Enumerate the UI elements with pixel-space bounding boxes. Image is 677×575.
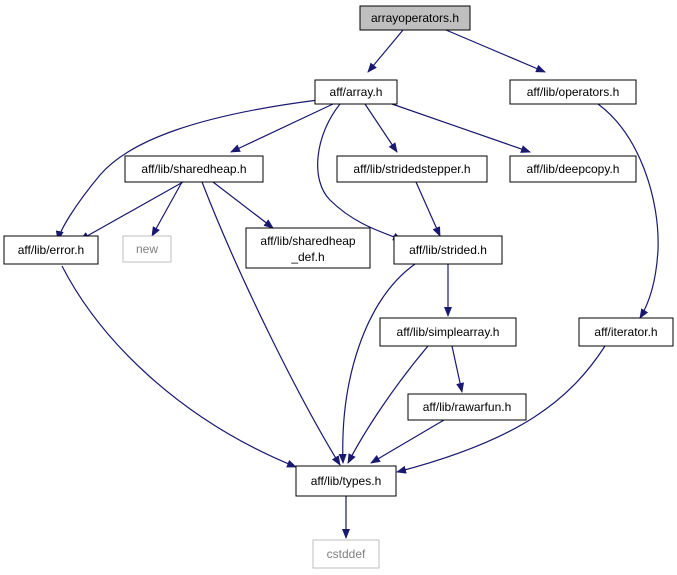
node-arrayoperators[interactable]: arrayoperators.h: [359, 5, 471, 31]
node-label: arrayoperators.h: [371, 11, 459, 25]
node-sharedheap-def[interactable]: aff/lib/sharedheap _def.h: [245, 227, 371, 269]
node-error[interactable]: aff/lib/error.h: [3, 235, 99, 265]
edge-stridedstepper-to-strided: [415, 181, 441, 237]
node-label: aff/lib/sharedheap.h: [141, 162, 246, 176]
node-label-line2: _def.h: [290, 250, 324, 264]
node-label: aff/lib/types.h: [311, 474, 382, 488]
node-rawarfun[interactable]: aff/lib/rawarfun.h: [407, 393, 527, 421]
edge-operators-to-iterator: [597, 103, 659, 319]
node-label: new: [136, 242, 158, 256]
node-label: aff/iterator.h: [594, 325, 657, 339]
node-label: aff/array.h: [330, 85, 383, 99]
node-label: aff/lib/strided.h: [409, 243, 487, 257]
node-types[interactable]: aff/lib/types.h: [295, 465, 397, 497]
edge-rawarfun-to-types: [370, 419, 445, 464]
node-new[interactable]: new: [122, 235, 172, 263]
node-sharedheap[interactable]: aff/lib/sharedheap.h: [124, 155, 264, 183]
edge-array-to-strided: [317, 103, 403, 241]
edge-simplearray-to-rawarfun: [451, 345, 464, 393]
edge-sharedheap-to-sharedheap-def: [212, 181, 274, 229]
edge-array-to-sharedheap: [230, 103, 334, 153]
node-label: cstddef: [327, 547, 366, 561]
edge-sharedheap-to-error: [79, 181, 184, 241]
node-array[interactable]: aff/array.h: [314, 79, 398, 105]
node-iterator[interactable]: aff/iterator.h: [578, 317, 674, 347]
edge-arrayoperators-to-array: [367, 29, 404, 73]
edge-sharedheap-to-new: [151, 181, 183, 237]
edge-simplearray-to-types: [347, 345, 429, 464]
edge-iterator-to-types: [396, 345, 606, 474]
node-label-line1: aff/lib/sharedheap: [260, 234, 356, 248]
edge-arrayoperators-to-operators: [445, 29, 546, 73]
node-label: aff/lib/stridedstepper.h: [353, 162, 470, 176]
node-strided[interactable]: aff/lib/strided.h: [393, 235, 503, 265]
edge-sharedheap-to-types: [201, 181, 341, 466]
edges: [55, 29, 659, 539]
edge-array-to-deepcopy: [391, 103, 531, 153]
edge-array-to-stridedstepper: [364, 103, 398, 153]
node-operators[interactable]: aff/lib/operators.h: [509, 79, 637, 105]
node-stridedstepper[interactable]: aff/lib/stridedstepper.h: [336, 155, 488, 183]
node-label: aff/lib/error.h: [18, 243, 84, 257]
node-label: aff/lib/deepcopy.h: [527, 162, 620, 176]
node-label: aff/lib/rawarfun.h: [423, 400, 512, 414]
node-simplearray[interactable]: aff/lib/simplearray.h: [379, 317, 517, 347]
node-cstddef[interactable]: cstddef: [312, 539, 380, 569]
edge-array-to-error: [55, 99, 319, 241]
node-label: aff/lib/operators.h: [527, 85, 620, 99]
node-deepcopy[interactable]: aff/lib/deepcopy.h: [509, 155, 637, 183]
edge-strided-to-types: [338, 263, 416, 464]
node-label: aff/lib/simplearray.h: [397, 325, 500, 339]
edge-error-to-types: [61, 265, 297, 468]
